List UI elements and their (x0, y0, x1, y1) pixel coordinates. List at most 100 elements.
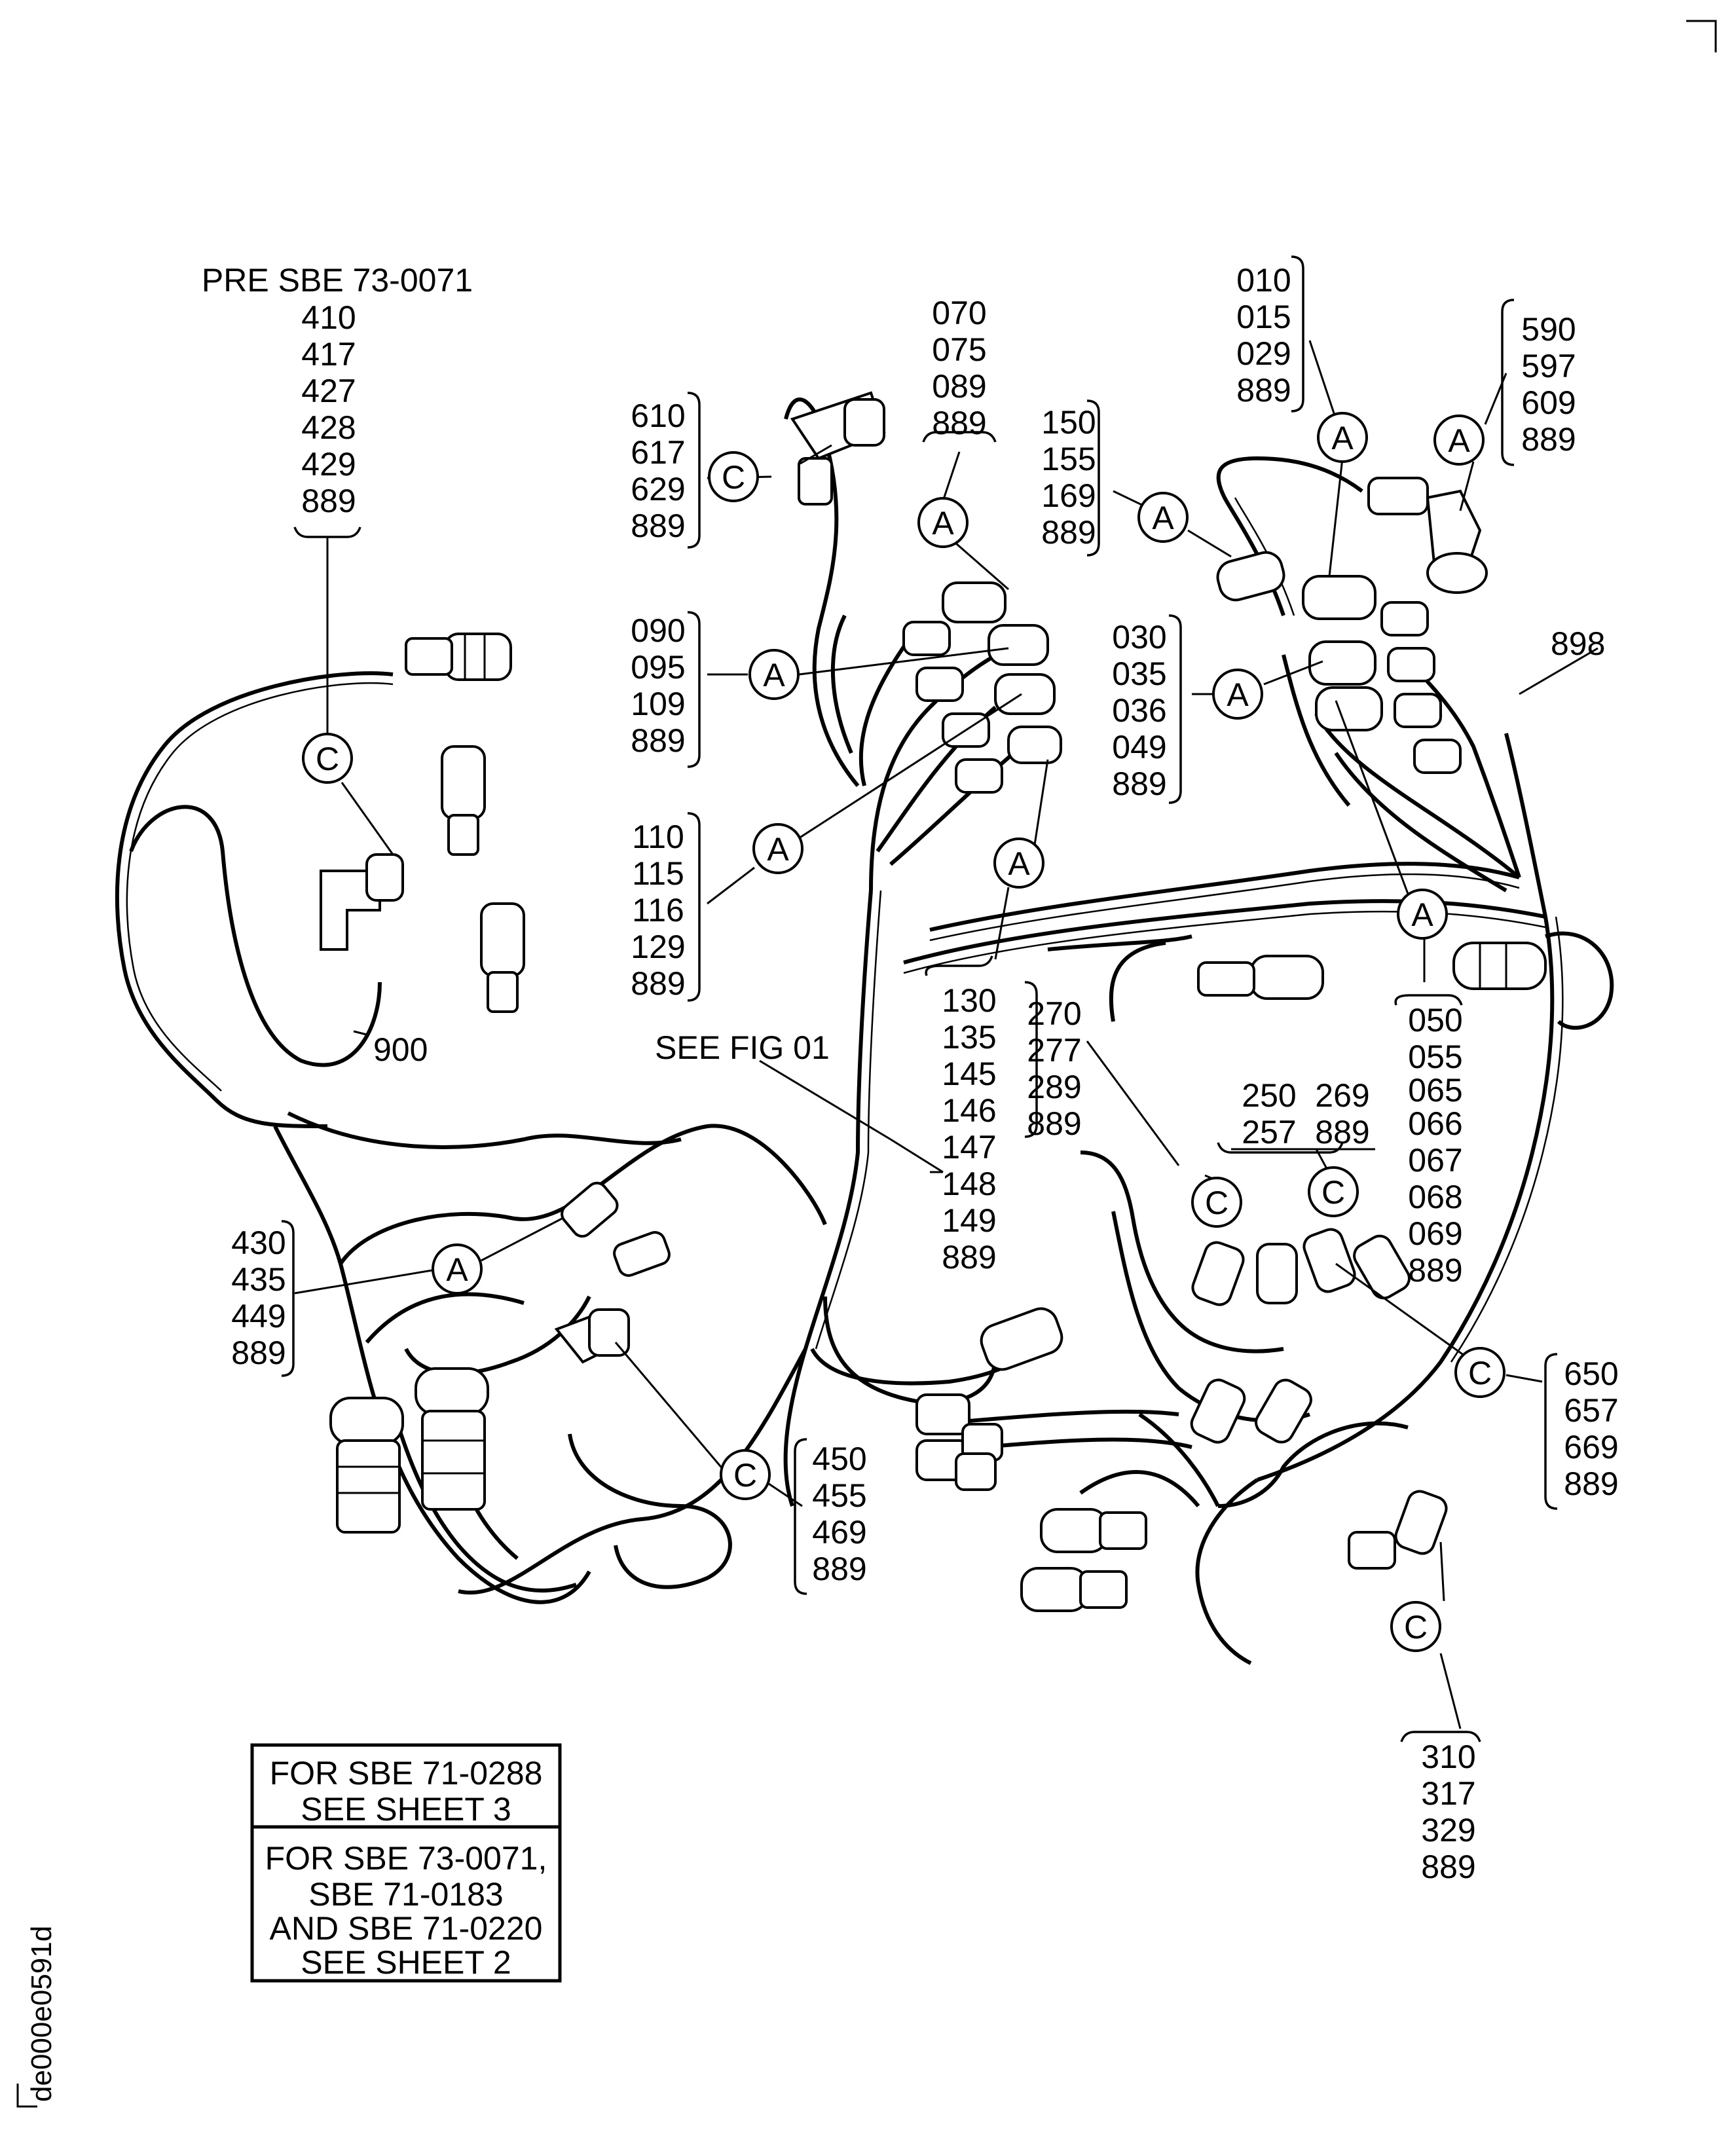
group-010-item: 015 (1236, 299, 1291, 335)
note-lower-line-2: SBE 71-0183 (308, 1876, 503, 1913)
group-250-item: 250 (1242, 1077, 1296, 1114)
group-610-item: 610 (631, 397, 685, 434)
svg-text:C: C (722, 459, 745, 496)
svg-text:C: C (733, 1457, 757, 1494)
callout-a-050: A (1397, 889, 1448, 940)
callout-a-090: A (748, 649, 800, 700)
group-450-item: 450 (812, 1441, 866, 1477)
group-090-item: 095 (631, 649, 685, 686)
note-lower-line-1: FOR SBE 73-0071, (265, 1840, 547, 1877)
group-050-item: 066 (1408, 1105, 1462, 1142)
group-590-item: 597 (1521, 348, 1576, 384)
group-450-item: 455 (812, 1477, 866, 1514)
group-pre-sbe-item: 428 (301, 409, 356, 446)
callout-a-070: A (917, 497, 969, 548)
part-labels: PRE SBE 73-0071 410 417 427 428 429 889 … (202, 262, 1619, 1885)
group-pre-sbe-item: 410 (301, 299, 356, 336)
group-pre-sbe-item: 417 (301, 336, 356, 373)
group-590-item: 590 (1521, 311, 1576, 348)
group-650-item: 657 (1564, 1392, 1618, 1429)
note-box: FOR SBE 71-0288 SEE SHEET 3 FOR SBE 73-0… (250, 1743, 562, 1983)
drawing-id: de000e0591d (26, 1926, 58, 2102)
group-030-item: 035 (1112, 655, 1166, 692)
group-430-item: 430 (231, 1224, 286, 1261)
group-pre-sbe-item: 427 (301, 373, 356, 409)
connectors (320, 391, 1547, 1612)
group-130-item: 146 (942, 1092, 996, 1129)
group-010-item: 010 (1236, 262, 1291, 299)
group-050-item: 050 (1408, 1002, 1462, 1039)
corner-crop-mark (1686, 20, 1717, 52)
callout-c-450: C (720, 1449, 771, 1500)
group-030-item: 036 (1112, 692, 1166, 729)
group-050-item: 889 (1408, 1252, 1462, 1289)
callout-a-590: A (1433, 414, 1485, 466)
group-150-item: 155 (1041, 441, 1096, 477)
see-fig-label: SEE FIG 01 (655, 1029, 830, 1066)
callout-c-610: C (708, 451, 759, 502)
group-130-item: 130 (942, 982, 996, 1019)
callout-c-650: C (1454, 1347, 1505, 1398)
callout-a-150: A (1137, 492, 1189, 543)
svg-text:A: A (1152, 500, 1174, 536)
group-590-item: 609 (1521, 384, 1576, 421)
group-070-item: 089 (932, 368, 986, 405)
group-270-item: 270 (1027, 995, 1081, 1032)
group-010-item: 029 (1236, 335, 1291, 372)
group-250-item: 257 (1242, 1114, 1296, 1150)
group-110-item: 129 (631, 929, 685, 965)
group-130-item: 145 (942, 1056, 996, 1092)
group-130-item: 148 (942, 1166, 996, 1202)
callout-a-130: A (993, 837, 1044, 889)
svg-text:A: A (763, 657, 785, 693)
svg-text:A: A (446, 1251, 468, 1288)
group-030-item: 049 (1112, 729, 1166, 765)
group-310-item: 889 (1421, 1849, 1475, 1885)
group-650-item: 669 (1564, 1429, 1618, 1465)
group-050-item: 065 (1408, 1072, 1462, 1109)
group-050-item: 055 (1408, 1039, 1462, 1075)
group-110-item: 110 (632, 819, 684, 855)
callout-a-110: A (752, 823, 803, 874)
note-lower-line-4: SEE SHEET 2 (301, 1944, 511, 1981)
group-130-item: 889 (942, 1239, 996, 1276)
group-150-item: 150 (1041, 404, 1096, 441)
group-430-item: 889 (231, 1334, 286, 1371)
svg-text:A: A (932, 505, 954, 542)
label-898: 898 (1551, 625, 1605, 662)
callout-c-250: C (1308, 1166, 1359, 1217)
group-pre-sbe-item: 889 (301, 483, 356, 519)
group-650-item: 889 (1564, 1465, 1618, 1502)
callout-c-310: C (1390, 1601, 1441, 1652)
group-270-item: 277 (1027, 1032, 1081, 1069)
note-upper-line-1: FOR SBE 71-0288 (270, 1755, 543, 1792)
callout-circles: C C A A A A A A A A C C A A C C C (302, 412, 1505, 1652)
group-250-item: 889 (1315, 1114, 1369, 1150)
svg-text:C: C (1321, 1174, 1345, 1211)
group-270-item: 289 (1027, 1069, 1081, 1105)
callout-a-430: A (432, 1243, 483, 1295)
callout-c-pre-sbe: C (302, 733, 353, 784)
group-070-item: 075 (932, 331, 986, 368)
svg-text:A: A (1227, 676, 1249, 713)
drawing-id-block: de000e0591d (16, 1926, 58, 2108)
group-610-item: 617 (631, 434, 685, 471)
group-050-item: 068 (1408, 1179, 1462, 1215)
group-150-item: 889 (1041, 514, 1096, 551)
svg-text:C: C (316, 741, 339, 777)
group-110-item: 116 (632, 892, 684, 929)
harness-bundles (115, 397, 1614, 1665)
group-030-item: 889 (1112, 765, 1166, 802)
svg-text:C: C (1404, 1609, 1428, 1646)
group-310-item: 310 (1421, 1738, 1475, 1775)
group-430-item: 435 (231, 1261, 286, 1298)
group-450-item: 469 (812, 1514, 866, 1551)
group-650-item: 650 (1564, 1355, 1618, 1392)
note-lower-line-3: AND SBE 71-0220 (270, 1910, 543, 1947)
svg-text:A: A (1448, 422, 1470, 459)
callout-c-270: C (1191, 1177, 1242, 1228)
group-250-item: 269 (1315, 1077, 1369, 1114)
group-610-item: 889 (631, 507, 685, 544)
svg-text:A: A (767, 831, 789, 868)
